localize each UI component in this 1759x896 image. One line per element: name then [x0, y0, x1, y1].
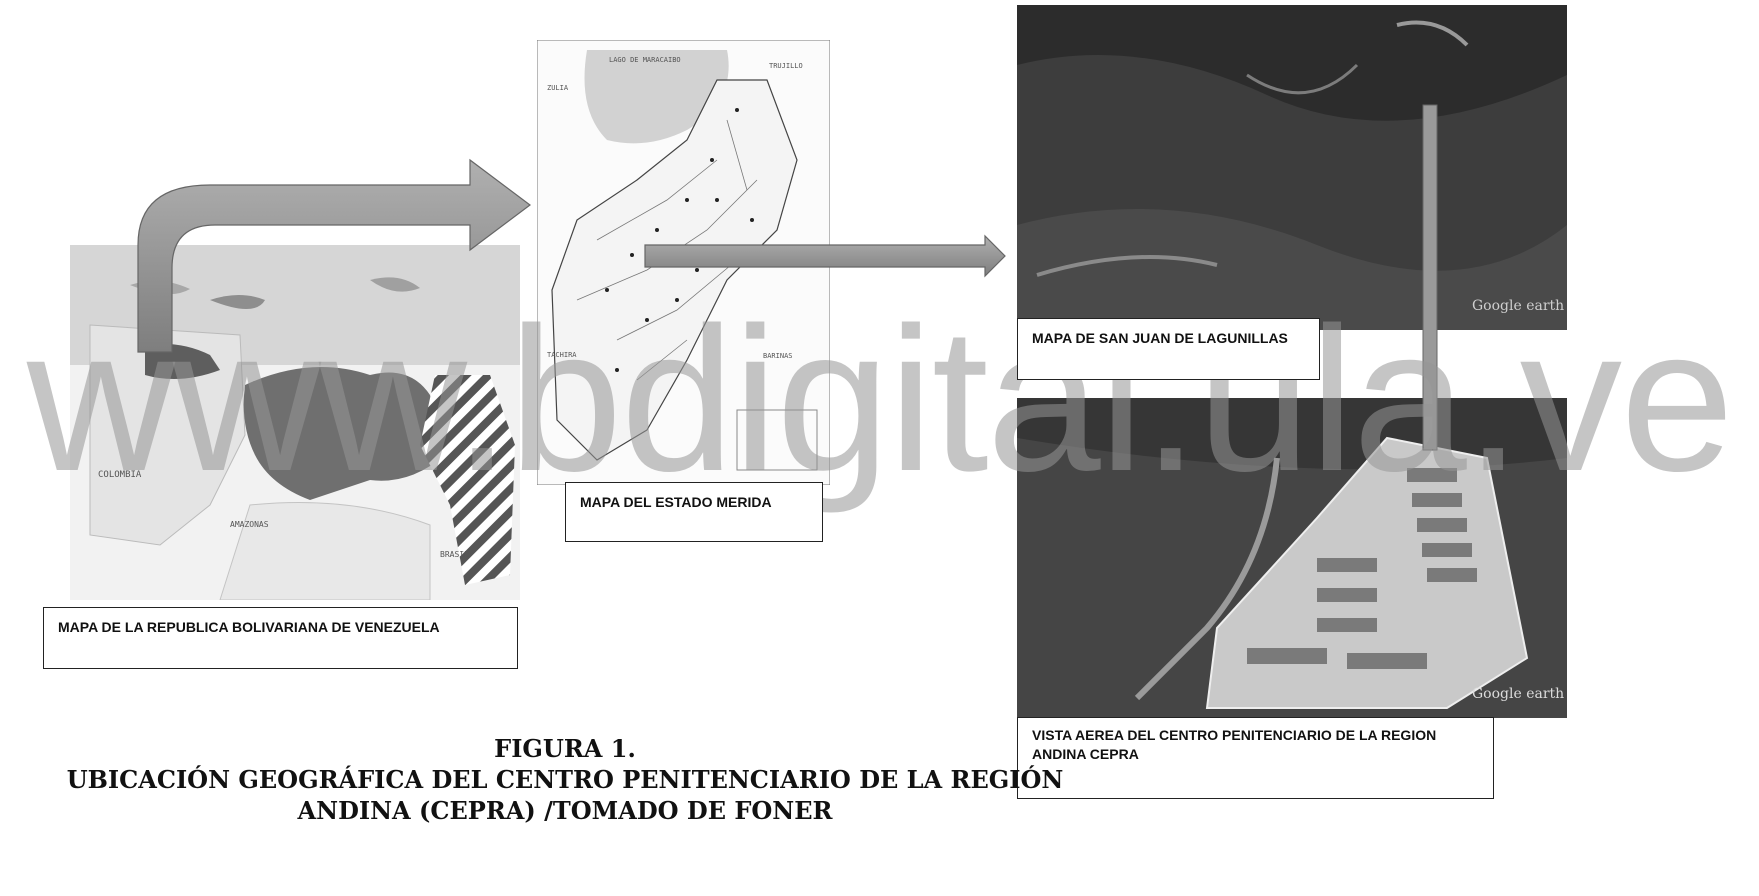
watermark-text: www.bdigital.ula.ve	[26, 285, 1734, 514]
lago-label: LAGO DE MARACAIBO	[609, 56, 681, 64]
san-juan-satellite: Google earth	[1017, 5, 1567, 330]
barinas-label: BARINAS	[763, 352, 793, 360]
curved-arrow-icon	[137, 158, 531, 353]
figure-title-line2: ANDINA (CEPRA) /TOMADO DE FONER	[297, 796, 833, 825]
amazonas-label: AMAZONAS	[230, 520, 269, 529]
tachira-label: TACHIRA	[547, 351, 577, 359]
colombia-label: COLOMBIA	[98, 470, 142, 480]
caption-merida: MAPA DEL ESTADO MERIDA	[565, 482, 823, 542]
caption-san-juan: MAPA DE SAN JUAN DE LAGUNILLAS	[1017, 318, 1320, 380]
venezuela-map: COLOMBIA AMAZONAS BRASIL	[70, 245, 520, 600]
brasil-label: BRASIL	[440, 550, 469, 559]
caption-venezuela: MAPA DE LA REPUBLICA BOLIVARIANA DE VENE…	[43, 607, 518, 669]
figure-title-line1: UBICACIÓN GEOGRÁFICA DEL CENTRO PENITENC…	[66, 765, 1064, 794]
cepra-aerial: Google earth	[1017, 398, 1567, 718]
trujillo-label: TRUJILLO	[769, 62, 803, 70]
vertical-connector-line	[1422, 104, 1438, 451]
google-earth-2: Google earth	[1472, 686, 1564, 702]
caption-aerial: VISTA AEREA DEL CENTRO PENITENCIARIO DE …	[1017, 717, 1494, 799]
zulia-label: ZULIA	[547, 84, 569, 92]
figure-number: FIGURA 1.	[494, 734, 636, 763]
google-earth-1: Google earth	[1472, 298, 1564, 314]
straight-arrow-icon	[644, 234, 1006, 278]
